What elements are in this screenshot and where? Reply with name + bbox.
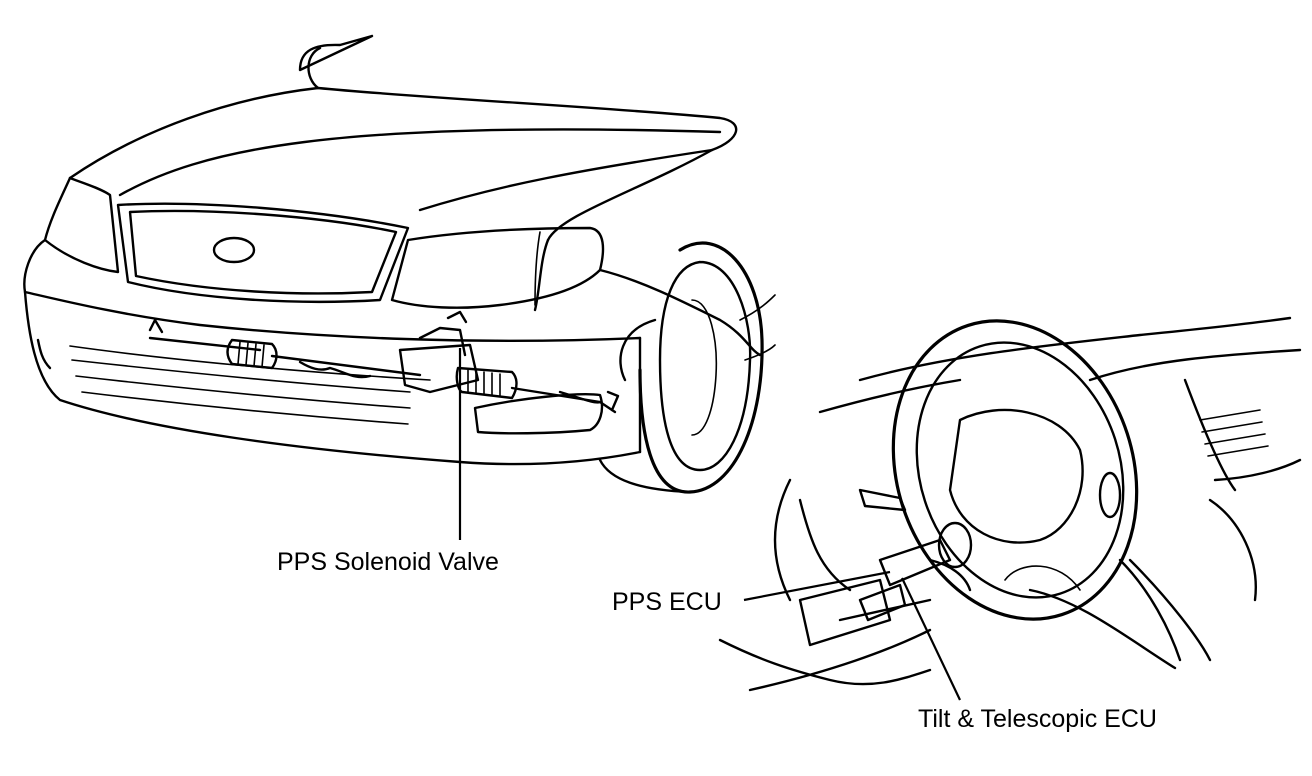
car-front-illustration <box>23 34 776 494</box>
interior-illustration <box>718 316 1302 692</box>
pps-ecu-leader <box>743 570 891 602</box>
pps-ecu-label: PPS ECU <box>612 588 722 616</box>
tilt-telescopic-ecu-leader <box>901 577 961 701</box>
solenoid-valve-label: PPS Solenoid Valve <box>277 548 499 576</box>
tilt-telescopic-ecu-label: Tilt & Telescopic ECU <box>918 705 1157 733</box>
